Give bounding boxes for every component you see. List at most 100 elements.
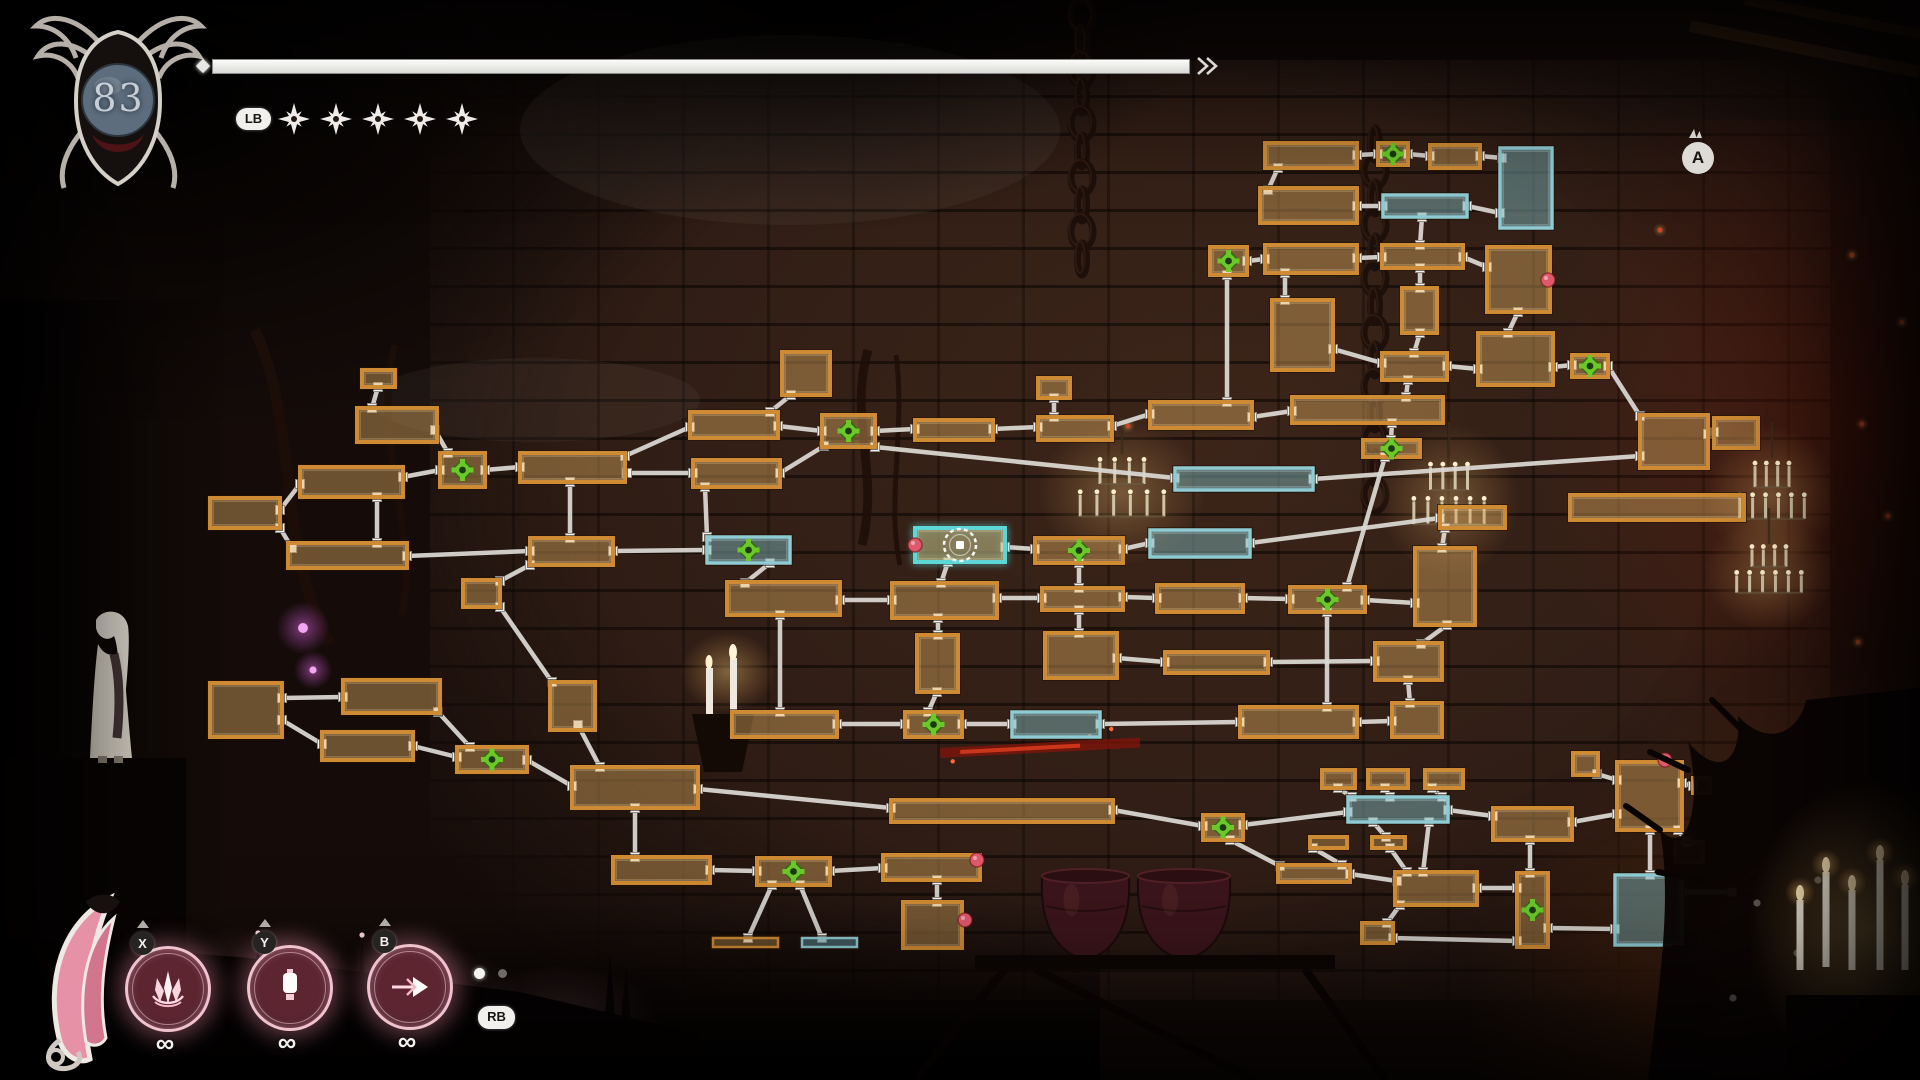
map-room: [1366, 768, 1410, 790]
map-room-outline: [1497, 145, 1555, 231]
gear-hole: [930, 721, 937, 728]
ability-slot-b[interactable]: B ∞: [359, 918, 455, 1056]
rubble-patch: [370, 358, 700, 442]
chain-link: [1074, 185, 1090, 225]
map-room-inner: [1152, 404, 1250, 426]
candle: [1776, 497, 1780, 519]
a-button[interactable]: A: [1682, 142, 1714, 174]
map-room-inner: [734, 714, 835, 735]
map-connection: [1392, 935, 1518, 944]
map-room: [1491, 806, 1574, 842]
map-room-inner: [1404, 290, 1435, 331]
map-room: [208, 496, 282, 530]
map-connection: [436, 710, 472, 749]
candle-flame: [1763, 492, 1768, 498]
map-marker-glyph-icon: [1689, 129, 1702, 138]
map-room: [1400, 286, 1439, 335]
map-room-inner: [1432, 147, 1478, 166]
map-room-inner: [1397, 874, 1475, 903]
gear-hole: [459, 466, 466, 474]
map-room-inner: [1370, 772, 1406, 786]
map-connection: [1267, 658, 1376, 665]
chain-link: [1367, 178, 1383, 218]
candle: [1773, 549, 1777, 567]
map-connection: [797, 884, 825, 939]
map-room: [1238, 705, 1359, 739]
candle-flame: [1094, 489, 1100, 495]
map-room-inner: [729, 584, 838, 613]
right-candle-cluster: [1748, 780, 1920, 1080]
gear-hole: [845, 427, 852, 435]
map-room-inner: [1384, 355, 1445, 378]
map-room-inner: [919, 637, 956, 690]
map-room-outline: [1345, 794, 1451, 825]
map-room-inner: [1385, 197, 1465, 215]
poi-dot-highlight: [911, 541, 915, 545]
map-connection: [280, 718, 324, 746]
ability-slot-x[interactable]: X ∞: [117, 920, 213, 1058]
candle: [1412, 501, 1416, 525]
map-connection: [702, 486, 710, 538]
candle: [1776, 466, 1780, 488]
candelabra: [680, 632, 776, 772]
candle: [1426, 501, 1430, 525]
candle-flame: [1453, 496, 1459, 501]
map-room: [360, 368, 397, 389]
candle-flame: [1481, 496, 1487, 501]
map-room-inner: [1040, 380, 1068, 396]
ability-ring: [247, 945, 333, 1031]
poi-dot: [969, 852, 985, 868]
candle-flame: [1772, 544, 1778, 549]
map-room-inner: [1177, 470, 1311, 488]
ember: [1885, 513, 1891, 519]
urn-body: [1136, 877, 1232, 962]
candle: [1848, 890, 1856, 970]
map-room: [1036, 415, 1114, 442]
map-room: [1381, 193, 1469, 219]
lb-button[interactable]: LB: [236, 108, 271, 130]
location-ring-inner: [948, 533, 972, 557]
map-room-inner: [894, 585, 995, 616]
map-room-inner: [1480, 335, 1551, 383]
candle-flame: [1763, 460, 1769, 466]
skill-star-icon: [404, 103, 436, 135]
map-room-inner: [1152, 532, 1248, 555]
ability-slot-y[interactable]: Y ∞: [239, 919, 335, 1057]
lantern-icon: [283, 969, 297, 1000]
map-room: [1380, 243, 1465, 270]
map-connection: [709, 867, 758, 874]
urn-rim: [1137, 868, 1231, 884]
save-point-icon: [1521, 899, 1544, 921]
candle: [1784, 549, 1788, 567]
location-ring: [942, 527, 978, 563]
candle-flame: [1773, 570, 1778, 575]
fog-patch: [520, 35, 1060, 225]
page-dot: [498, 969, 507, 978]
candle-flame: [1439, 496, 1445, 501]
magenta-orb: [298, 623, 308, 633]
gear-hole: [1586, 362, 1594, 370]
map-room: [1290, 395, 1445, 425]
map-room-inner: [212, 500, 278, 526]
save-point-icon: [451, 459, 474, 481]
root-vine: [384, 344, 410, 616]
map-room-inner: [522, 455, 623, 480]
map-room-inner: [885, 857, 978, 878]
ability-page-dots: [474, 968, 507, 979]
rb-button[interactable]: RB: [478, 1006, 515, 1029]
map-connection: [612, 547, 708, 554]
map-room-outline: [1147, 527, 1253, 560]
equipped-pointer-icon: [259, 919, 271, 927]
map-connection: [1364, 597, 1416, 606]
shelf-legs: [911, 965, 1389, 1080]
equipped-pointer-icon: [137, 920, 149, 928]
map-room-inner: [1619, 764, 1680, 828]
candle: [730, 658, 737, 714]
save-point-icon: [1212, 816, 1234, 839]
urn: [1136, 868, 1232, 962]
map-room: [1346, 795, 1450, 824]
map-room-inner: [1047, 635, 1115, 676]
urn-line: [1045, 905, 1126, 912]
map-room-inner: [364, 372, 393, 385]
